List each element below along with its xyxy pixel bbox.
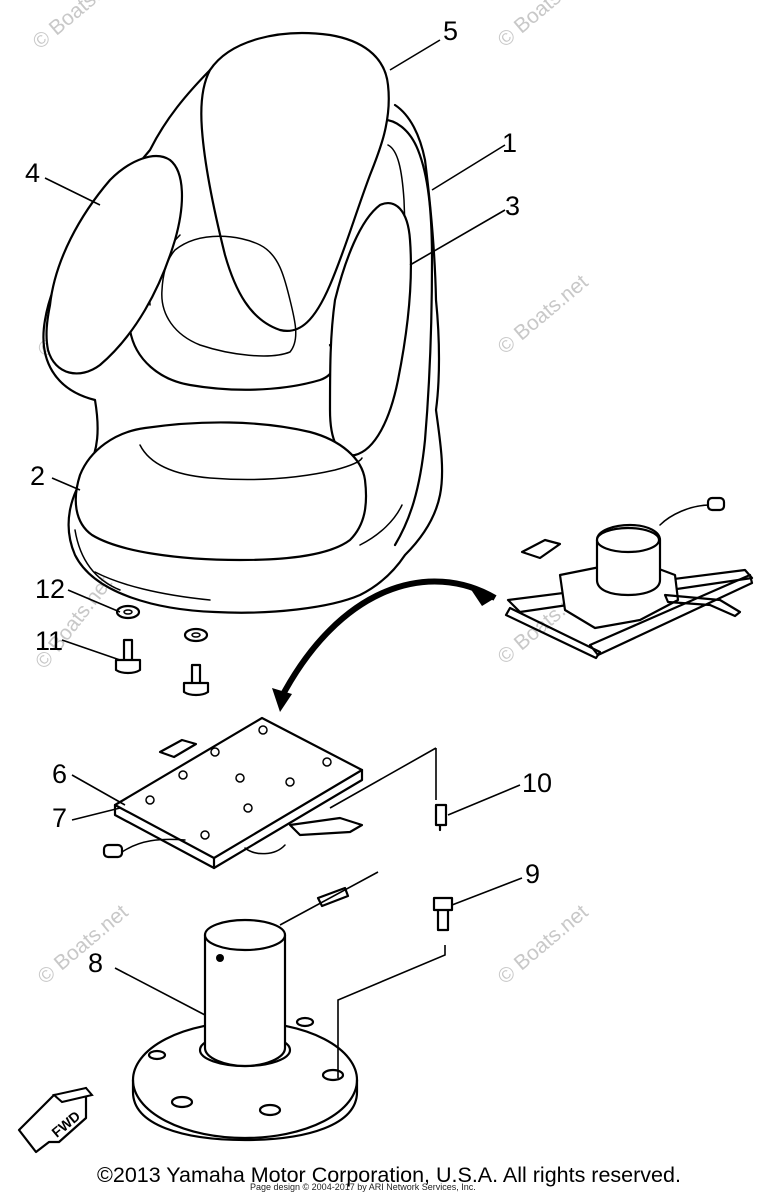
bolt <box>182 663 210 697</box>
callout-9: 9 <box>525 859 540 889</box>
callout-11: 11 <box>35 626 63 656</box>
copyright-text: ©2013 Yamaha Motor Corporation, U.S.A. A… <box>97 1163 681 1187</box>
seat-shell <box>42 63 444 614</box>
seat-assembly <box>42 31 444 614</box>
seat-cushion <box>74 421 368 562</box>
pedestal-column <box>203 933 287 1068</box>
watermark: © Boats.net <box>493 900 592 988</box>
release-handle <box>520 538 562 560</box>
cable <box>659 504 711 526</box>
slide-rail <box>504 606 602 660</box>
release-lever <box>663 593 742 618</box>
swivel-slide-unit <box>504 496 754 660</box>
pedestal <box>131 918 359 1142</box>
washer-12 <box>115 604 141 620</box>
back-inner-panel <box>161 235 297 357</box>
callout-2: 2 <box>30 461 45 491</box>
plate-lever <box>288 816 364 837</box>
plate-holes <box>145 725 332 840</box>
callout-3: 3 <box>505 191 520 221</box>
slide-plate <box>102 716 364 870</box>
bolt-9 <box>432 896 454 932</box>
bolt-11 <box>114 638 142 675</box>
leader-lines <box>44 39 523 1078</box>
watermark: © Boats.net <box>493 270 592 358</box>
watermark: © Boats.net <box>28 0 127 54</box>
right-bolster <box>328 202 412 457</box>
plate-handle <box>158 738 198 759</box>
callout-1: 1 <box>502 128 517 158</box>
washer <box>183 627 209 643</box>
callout-4: 4 <box>25 158 40 188</box>
plate-cable <box>121 838 186 853</box>
seat-frame-tube <box>378 118 434 547</box>
page-design-credit: Page design © 2004-2017 by ARI Network S… <box>250 1182 476 1192</box>
callout-numbers: 1 2 3 4 5 6 7 8 9 10 11 12 <box>25 16 552 978</box>
plate-top <box>113 716 364 860</box>
bolt-10 <box>434 803 448 832</box>
callout-7: 7 <box>52 803 67 833</box>
watermark: © Boats.net <box>33 900 132 988</box>
callout-10: 10 <box>522 768 552 798</box>
callout-6: 6 <box>52 759 67 789</box>
callout-5: 5 <box>443 16 458 46</box>
callout-8: 8 <box>88 948 103 978</box>
watermark: © Boats.net <box>493 0 592 52</box>
fwd-arrow-icon: FWD <box>17 1086 94 1154</box>
left-bolster <box>45 155 183 375</box>
assembly-arrow <box>272 578 497 712</box>
headrest-cushion <box>200 31 390 333</box>
hardware-nuts-bolts <box>114 604 210 697</box>
callout-12: 12 <box>35 574 65 604</box>
